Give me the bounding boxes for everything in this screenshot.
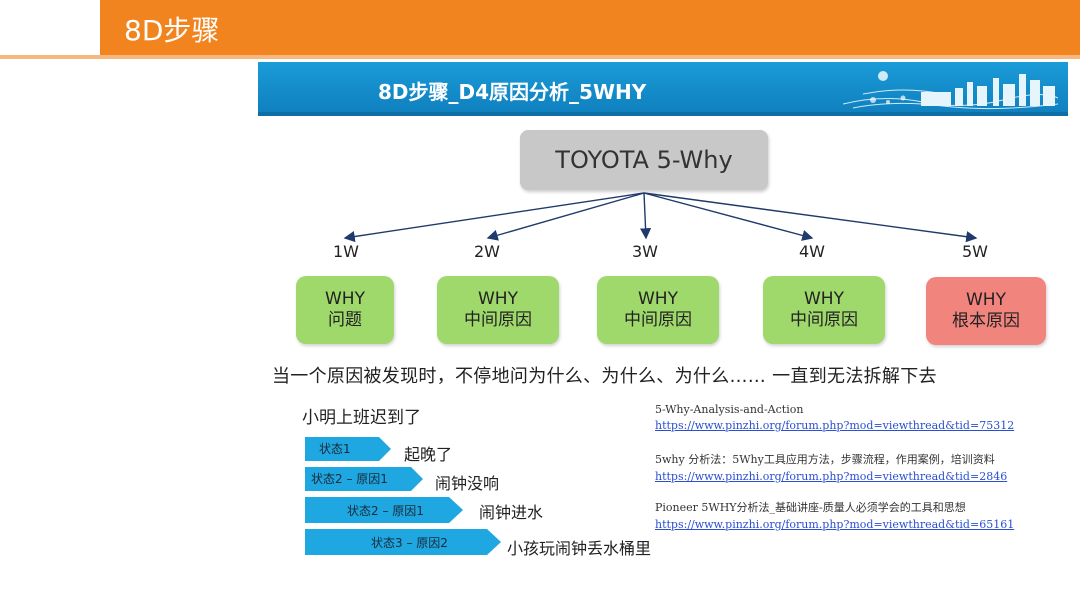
why-box-1-line2: 问题 xyxy=(328,310,362,330)
why-box-5: WHY 根本原因 xyxy=(926,277,1046,345)
top-header-bar xyxy=(0,0,1080,59)
arrow-4w xyxy=(643,192,814,241)
root-node-toyota-5why: TOYOTA 5-Why xyxy=(520,130,768,190)
slide-banner: 8D步骤_D4原因分析_5WHY xyxy=(258,62,1068,116)
why-box-2-line1: WHY xyxy=(478,289,518,309)
reference-1: 5-Why-Analysis-and-Action https://www.pi… xyxy=(655,403,1014,432)
reference-3-title: Pioneer 5WHY分析法_基础讲座-质量人必须学会的工具和思想 xyxy=(655,501,966,514)
state-text-2: 闹钟没响 xyxy=(435,474,500,493)
state-arrow-2-shape xyxy=(305,467,423,491)
page-title: 8D步骤 xyxy=(124,14,220,47)
arrow-3w xyxy=(639,192,652,240)
state-arrow-3: 状态2 – 原因1 xyxy=(305,497,463,523)
why-box-2: WHY 中间原因 xyxy=(437,276,559,344)
state-arrow-4-shape xyxy=(305,529,501,555)
why-box-4-line1: WHY xyxy=(804,289,844,309)
state-arrow-1: 状态1 xyxy=(305,437,391,461)
state-text-4: 小孩玩闹钟丢水桶里 xyxy=(507,539,652,558)
banner-title: 8D步骤_D4原因分析_5WHY xyxy=(378,80,647,104)
level-label-2w: 2W xyxy=(474,242,500,261)
arrow-2w xyxy=(486,192,645,241)
arrow-1w xyxy=(343,192,645,243)
why-box-5-line1: WHY xyxy=(966,290,1006,310)
why-box-4-line2: 中间原因 xyxy=(790,310,858,330)
level-label-4w: 4W xyxy=(799,242,825,261)
header-orange-band xyxy=(100,0,1080,55)
reference-3-link[interactable]: https://www.pinzhi.org/forum.php?mod=vie… xyxy=(655,518,1015,531)
level-label-1w: 1W xyxy=(333,242,359,261)
header-left-tab xyxy=(0,0,100,55)
state-arrow-3-label: 状态2 – 原因1 xyxy=(347,504,424,518)
reference-1-title: 5-Why-Analysis-and-Action xyxy=(655,403,804,416)
state-text-1: 起晚了 xyxy=(404,445,453,464)
reference-3: Pioneer 5WHY分析法_基础讲座-质量人必须学会的工具和思想 https… xyxy=(655,499,1014,531)
state-arrow-3-shape xyxy=(305,497,463,523)
why-box-1: WHY 问题 xyxy=(296,276,394,344)
header-underline xyxy=(0,55,1080,59)
level-label-3w: 3W xyxy=(632,242,658,261)
reference-2: 5why 分析法：5Why工具应用方法，步骤流程，作用案例，培训资料 https… xyxy=(655,451,1007,483)
state-arrow-1-shape xyxy=(305,437,391,461)
city-skyline-icon xyxy=(843,71,1058,110)
state-arrow-1-label: 状态1 xyxy=(319,442,351,456)
state-text-3: 闹钟进水 xyxy=(479,503,544,522)
reference-1-link[interactable]: https://www.pinzhi.org/forum.php?mod=vie… xyxy=(655,419,1015,432)
state-arrow-2-label: 状态2 – 原因1 xyxy=(311,472,388,486)
level-label-5w: 5W xyxy=(962,242,988,261)
state-arrow-4: 状态3 – 原因2 xyxy=(305,529,501,555)
why-box-2-line2: 中间原因 xyxy=(464,310,532,330)
why-box-4: WHY 中间原因 xyxy=(763,276,885,344)
example-title: 小明上班迟到了 xyxy=(302,408,421,428)
summary-text: 当一个原因被发现时，不停地问为什么、为什么、为什么…… 一直到无法拆解下去 xyxy=(272,366,937,387)
reference-2-title: 5why 分析法：5Why工具应用方法，步骤流程，作用案例，培训资料 xyxy=(655,453,995,466)
reference-2-link[interactable]: https://www.pinzhi.org/forum.php?mod=vie… xyxy=(655,470,1008,483)
why-box-5-line2: 根本原因 xyxy=(952,311,1020,331)
why-box-3: WHY 中间原因 xyxy=(597,276,719,344)
state-arrow-4-label: 状态3 – 原因2 xyxy=(371,536,448,550)
why-box-1-line1: WHY xyxy=(325,289,365,309)
arrow-5w xyxy=(643,192,978,243)
banner-bottom-stripe xyxy=(258,112,1068,116)
why-box-3-line2: 中间原因 xyxy=(624,310,692,330)
state-arrow-2: 状态2 – 原因1 xyxy=(305,467,423,491)
why-box-3-line1: WHY xyxy=(638,289,678,309)
